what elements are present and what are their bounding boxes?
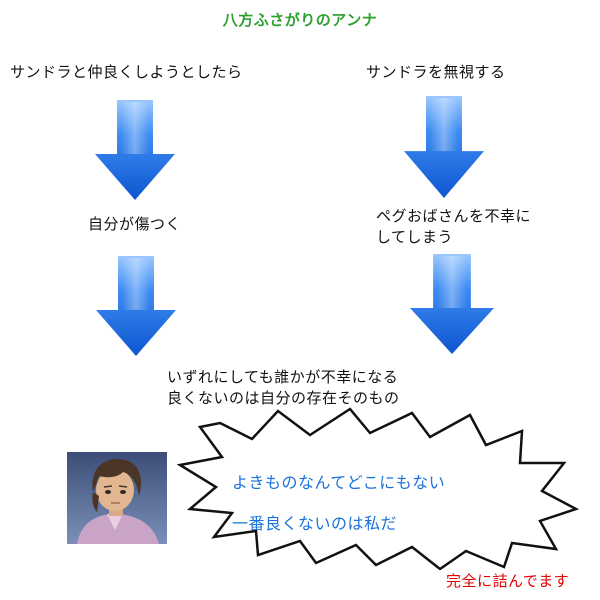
thought-bubble	[176, 407, 580, 570]
conclusion-line2: 良くないのは自分の存在そのもの	[167, 389, 400, 407]
left-branch-result: 自分が傷つく	[88, 215, 182, 233]
diagram-title: 八方ふさがりのアンナ	[222, 11, 378, 29]
footer-note: 完全に詰んでます	[446, 572, 570, 590]
right-branch-start: サンドラを無視する	[366, 63, 506, 81]
conclusion-line1: いずれにしても誰かが不幸になる	[167, 368, 399, 386]
down-arrow-icon	[410, 254, 494, 354]
right-branch-result: ペグおばさんを不幸に してしまう	[376, 206, 531, 248]
bubble-line-2: 一番良くないのは私だ	[232, 514, 398, 533]
bubble-line-1: よきものなんてどこにもない	[232, 473, 446, 492]
down-arrow-icon	[96, 256, 176, 356]
right-branch-result-line1: ペグおばさんを不幸に	[376, 207, 532, 225]
left-branch-start: サンドラと仲良くしようとしたら	[10, 63, 243, 81]
right-branch-result-line2: してしまう	[376, 228, 454, 246]
down-arrow-icon	[95, 100, 175, 200]
conclusion-text: いずれにしても誰かが不幸になる 良くないのは自分の存在そのもの	[167, 367, 400, 409]
anna-portrait	[67, 452, 167, 544]
down-arrow-icon	[404, 96, 484, 198]
